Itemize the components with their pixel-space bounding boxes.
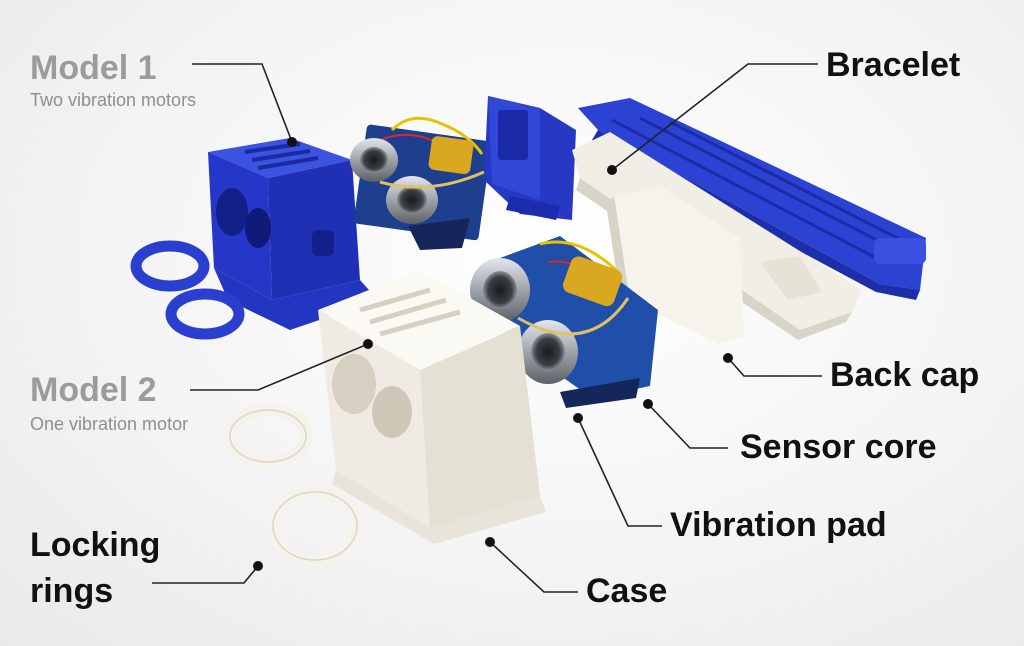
model1-sensor-core bbox=[350, 116, 492, 250]
model2-case bbox=[318, 270, 546, 544]
model2-locking-rings bbox=[224, 404, 364, 567]
model1-case bbox=[208, 138, 378, 330]
leader-case bbox=[489, 541, 578, 593]
model1-title: Model 1 bbox=[30, 49, 157, 87]
sensor-core-label: Sensor core bbox=[740, 428, 937, 466]
leader-locking-rings bbox=[152, 565, 259, 584]
leader-model2 bbox=[190, 343, 369, 391]
model2-title: Model 2 bbox=[30, 371, 157, 409]
leader-lines bbox=[152, 63, 822, 593]
model1-back-cap bbox=[484, 96, 576, 220]
leader-back-cap bbox=[727, 357, 822, 377]
model2-sensor-core bbox=[470, 236, 658, 408]
leader-dots bbox=[253, 137, 733, 571]
leader-model1 bbox=[192, 63, 293, 143]
leader-vibration-pad bbox=[577, 417, 662, 527]
case-label: Case bbox=[586, 572, 668, 610]
model1-subtitle: Two vibration motors bbox=[30, 90, 197, 110]
model2-subtitle: One vibration motor bbox=[30, 414, 189, 434]
leader-sensor-core bbox=[647, 403, 728, 449]
back-cap-label: Back cap bbox=[830, 356, 980, 394]
locking-rings-label-line1: Locking bbox=[30, 526, 161, 564]
leader-bracelet bbox=[611, 63, 818, 171]
locking-rings-label-line2: rings bbox=[30, 572, 114, 610]
vibration-pad-label: Vibration pad bbox=[670, 506, 887, 544]
model1-locking-rings bbox=[130, 240, 245, 340]
bracelet-label: Bracelet bbox=[826, 46, 961, 84]
